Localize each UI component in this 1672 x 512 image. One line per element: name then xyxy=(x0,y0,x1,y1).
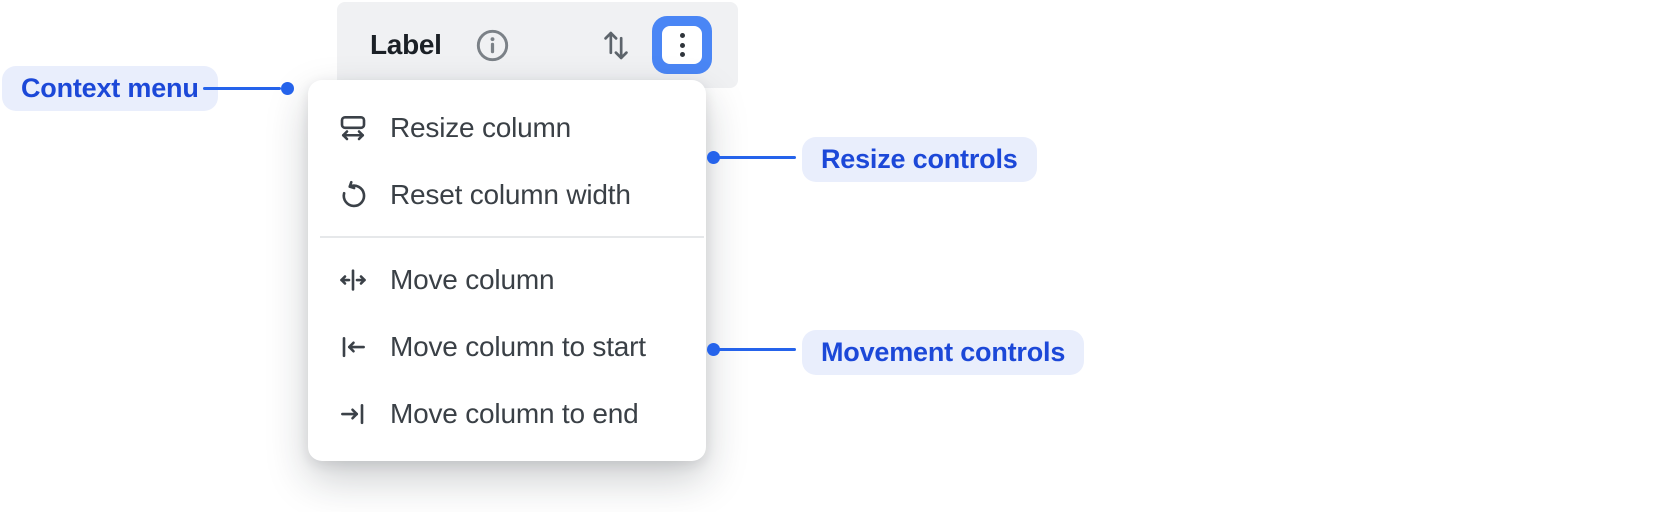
annotation-connector-line xyxy=(203,87,281,90)
menu-item-resize-column[interactable]: Resize column xyxy=(308,94,706,161)
menu-item-label: Move column xyxy=(390,263,555,295)
sort-arrows-icon[interactable] xyxy=(602,30,630,61)
annotation-badge-movement-controls: Movement controls xyxy=(802,330,1085,375)
column-context-menu: Resize column Reset column width Move co… xyxy=(308,80,706,461)
menu-item-move-column-to-end[interactable]: Move column to end xyxy=(308,380,706,447)
annotation-badge-context-menu: Context menu xyxy=(2,66,218,111)
annotation-label: Resize controls xyxy=(821,144,1018,174)
annotation-connector-line xyxy=(717,156,796,159)
annotation-connector-line xyxy=(717,348,796,351)
annotation-connector-dot xyxy=(707,343,720,356)
resize-column-icon xyxy=(340,115,366,140)
annotation-badge-resize-controls: Resize controls xyxy=(802,137,1037,182)
move-column-icon xyxy=(340,268,366,291)
annotation-label: Movement controls xyxy=(821,337,1066,367)
kebab-menu-button[interactable] xyxy=(652,16,712,74)
menu-item-label: Move column to end xyxy=(390,397,639,429)
annotation-connector-dot xyxy=(707,151,720,164)
annotation-connector-dot xyxy=(281,82,294,95)
menu-divider xyxy=(320,236,704,238)
move-column-end-icon xyxy=(341,403,364,424)
menu-item-move-column[interactable]: Move column xyxy=(308,246,706,313)
menu-item-label: Reset column width xyxy=(390,178,631,210)
column-header-title: Label xyxy=(370,29,442,60)
reset-column-width-icon xyxy=(342,180,366,207)
column-header-cell: Label xyxy=(337,2,738,88)
annotation-label: Context menu xyxy=(21,73,199,103)
menu-item-move-column-to-start[interactable]: Move column to start xyxy=(308,313,706,380)
menu-item-label: Resize column xyxy=(390,111,572,143)
info-icon[interactable] xyxy=(474,27,511,64)
move-column-start-icon xyxy=(342,336,365,357)
menu-item-label: Move column to start xyxy=(390,330,646,362)
menu-item-reset-column-width[interactable]: Reset column width xyxy=(308,161,706,228)
kebab-menu-icon xyxy=(662,26,702,64)
